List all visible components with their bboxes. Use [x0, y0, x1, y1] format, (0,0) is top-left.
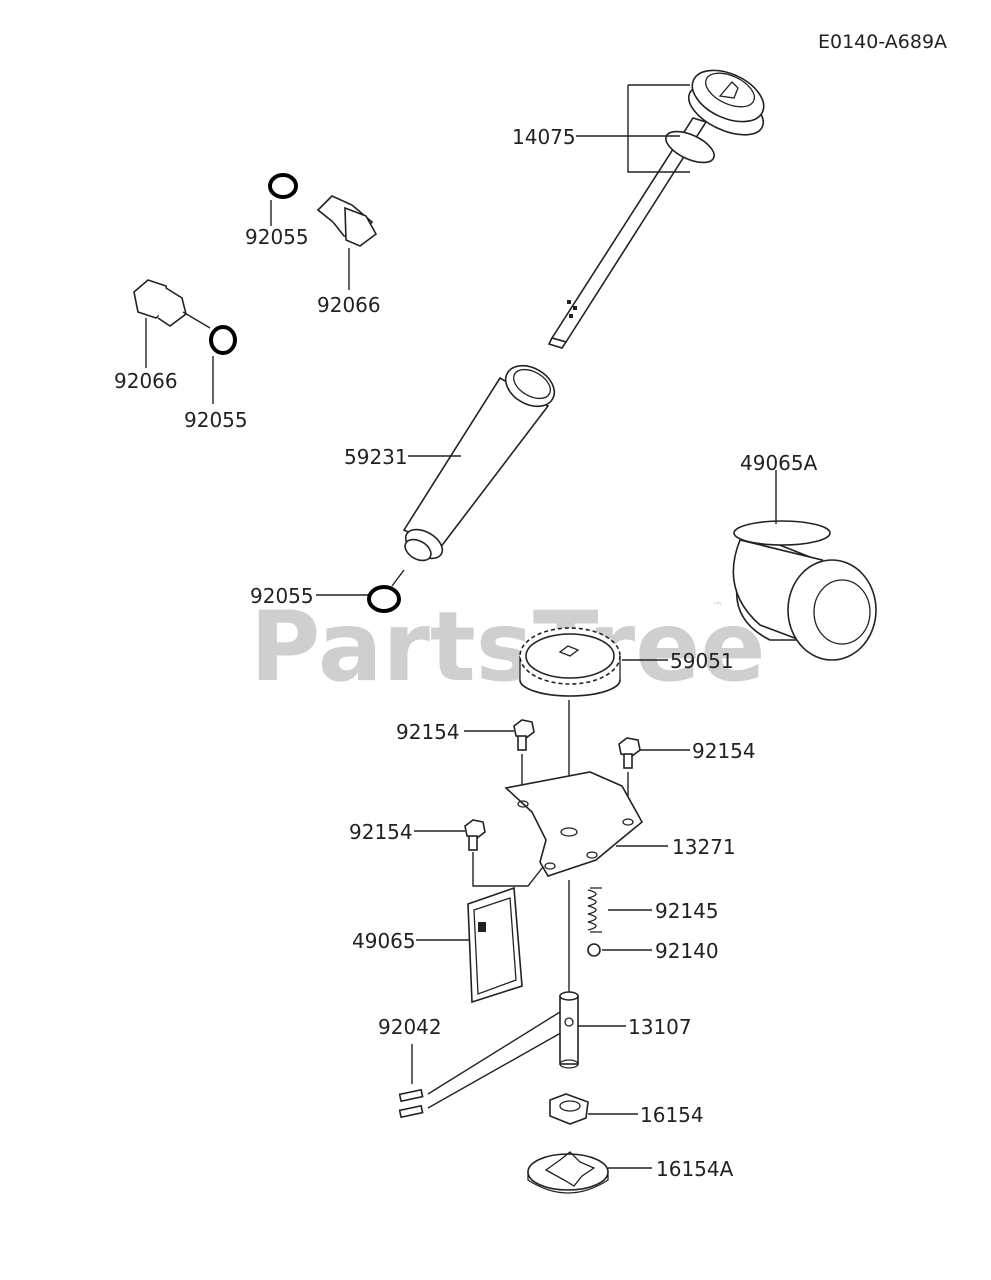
- o-ring-92055-tube[interactable]: [367, 585, 401, 613]
- drain-plug-upper[interactable]: [316, 194, 378, 247]
- oil-filler-tube[interactable]: [401, 357, 562, 564]
- drain-plug-lower[interactable]: [133, 279, 187, 327]
- label-92066-lower[interactable]: 92066: [114, 369, 178, 393]
- label-92055-lower[interactable]: 92055: [184, 408, 248, 432]
- label-92145[interactable]: 92145: [655, 899, 719, 923]
- o-ring-92055-upper[interactable]: [268, 173, 298, 199]
- bolt-92154-b[interactable]: [618, 737, 641, 769]
- inner-rotor-16154[interactable]: [549, 1093, 589, 1125]
- label-92055-upper[interactable]: 92055: [245, 225, 309, 249]
- bolt-92154-c[interactable]: [464, 819, 486, 851]
- pump-cover-plate[interactable]: [504, 771, 644, 877]
- relief-spring[interactable]: [587, 887, 602, 933]
- oil-screen-49065[interactable]: [467, 886, 523, 1004]
- diagram-code: E0140-A689A: [818, 31, 947, 53]
- oil-filter-49065A[interactable]: [732, 520, 877, 661]
- watermark-tm: ™: [712, 600, 723, 613]
- label-49065A[interactable]: 49065A: [740, 451, 818, 475]
- label-92154-c[interactable]: 92154: [349, 820, 413, 844]
- relief-ball[interactable]: [587, 943, 601, 957]
- label-14075[interactable]: 14075: [512, 125, 576, 149]
- pump-shaft-13107[interactable]: [559, 991, 579, 1069]
- outer-rotor-16154A[interactable]: [527, 1151, 609, 1194]
- label-49065[interactable]: 49065: [352, 929, 416, 953]
- o-ring-92055-lower[interactable]: [209, 325, 237, 355]
- label-13271[interactable]: 13271: [672, 835, 736, 859]
- label-59231[interactable]: 59231: [344, 445, 408, 469]
- label-92055-tube[interactable]: 92055: [250, 584, 314, 608]
- label-92154-b[interactable]: 92154: [692, 739, 756, 763]
- label-92154-a[interactable]: 92154: [396, 720, 460, 744]
- pins-92042[interactable]: [398, 1088, 424, 1119]
- label-59051[interactable]: 59051: [670, 649, 734, 673]
- label-92140[interactable]: 92140: [655, 939, 719, 963]
- label-92042[interactable]: 92042: [378, 1015, 442, 1039]
- oil-pump-gear[interactable]: [519, 627, 621, 697]
- label-92066-upper[interactable]: 92066: [317, 293, 381, 317]
- dipstick-part[interactable]: [547, 60, 772, 349]
- watermark-text: PartsTree: [250, 591, 765, 703]
- label-16154[interactable]: 16154: [640, 1103, 704, 1127]
- label-13107[interactable]: 13107: [628, 1015, 692, 1039]
- label-16154A[interactable]: 16154A: [656, 1157, 734, 1181]
- bolt-92154-a[interactable]: [513, 719, 535, 751]
